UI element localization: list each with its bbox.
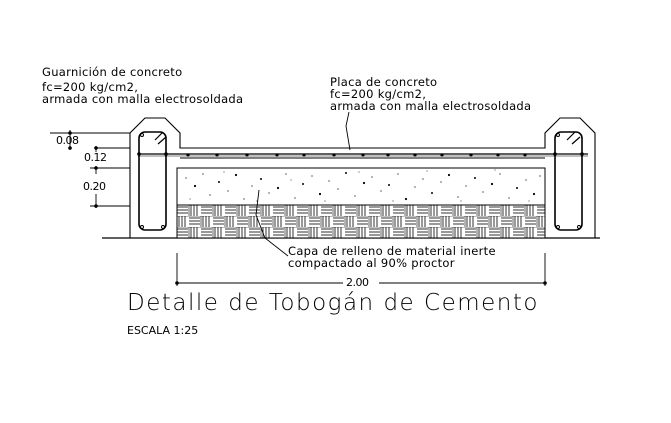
curb-label-line3: armada con malla electrosoldada <box>42 92 244 106</box>
slab-label: Placa de concreto fc=200 kg/cm2, armada … <box>330 76 531 112</box>
fill-label-line2: compactado al 90% proctor <box>288 256 455 270</box>
slab-leader <box>345 111 351 151</box>
dim-2-00: 2.00 <box>346 276 369 289</box>
dim-0-08: 0.08 <box>56 134 79 147</box>
dim-0-20: 0.20 <box>83 180 106 193</box>
horizontal-dimension <box>176 253 546 286</box>
right-curb-stirrup <box>554 131 583 231</box>
concrete-stipple <box>185 169 541 202</box>
slab-label-line2: fc=200 kg/cm2, <box>330 87 427 101</box>
curb-label: Guarnición de concreto fc=200 kg/cm2, ar… <box>42 66 243 105</box>
drawing-title: Detalle de Tobogán de Cemento <box>127 290 539 316</box>
slab-label-line1: Placa de concreto <box>330 75 438 89</box>
curb-label-line2: fc=200 kg/cm2, <box>42 80 139 94</box>
fill-leader <box>255 189 289 257</box>
fill-label-line1: Capa de relleno de material inerte <box>288 244 496 258</box>
slab-label-line3: armada con malla electrosoldada <box>330 99 532 113</box>
left-curb-stirrup <box>138 131 167 231</box>
curb-label-line1: Guarnición de concreto <box>42 65 183 79</box>
fill-label: Capa de relleno de material inerte compa… <box>288 245 496 269</box>
dim-0-12: 0.12 <box>84 151 107 164</box>
left-curb <box>129 117 596 238</box>
drawing-scale: ESCALA 1:25 <box>127 324 199 337</box>
concrete-base <box>176 167 546 206</box>
fill-layer-hatch <box>177 205 545 216</box>
